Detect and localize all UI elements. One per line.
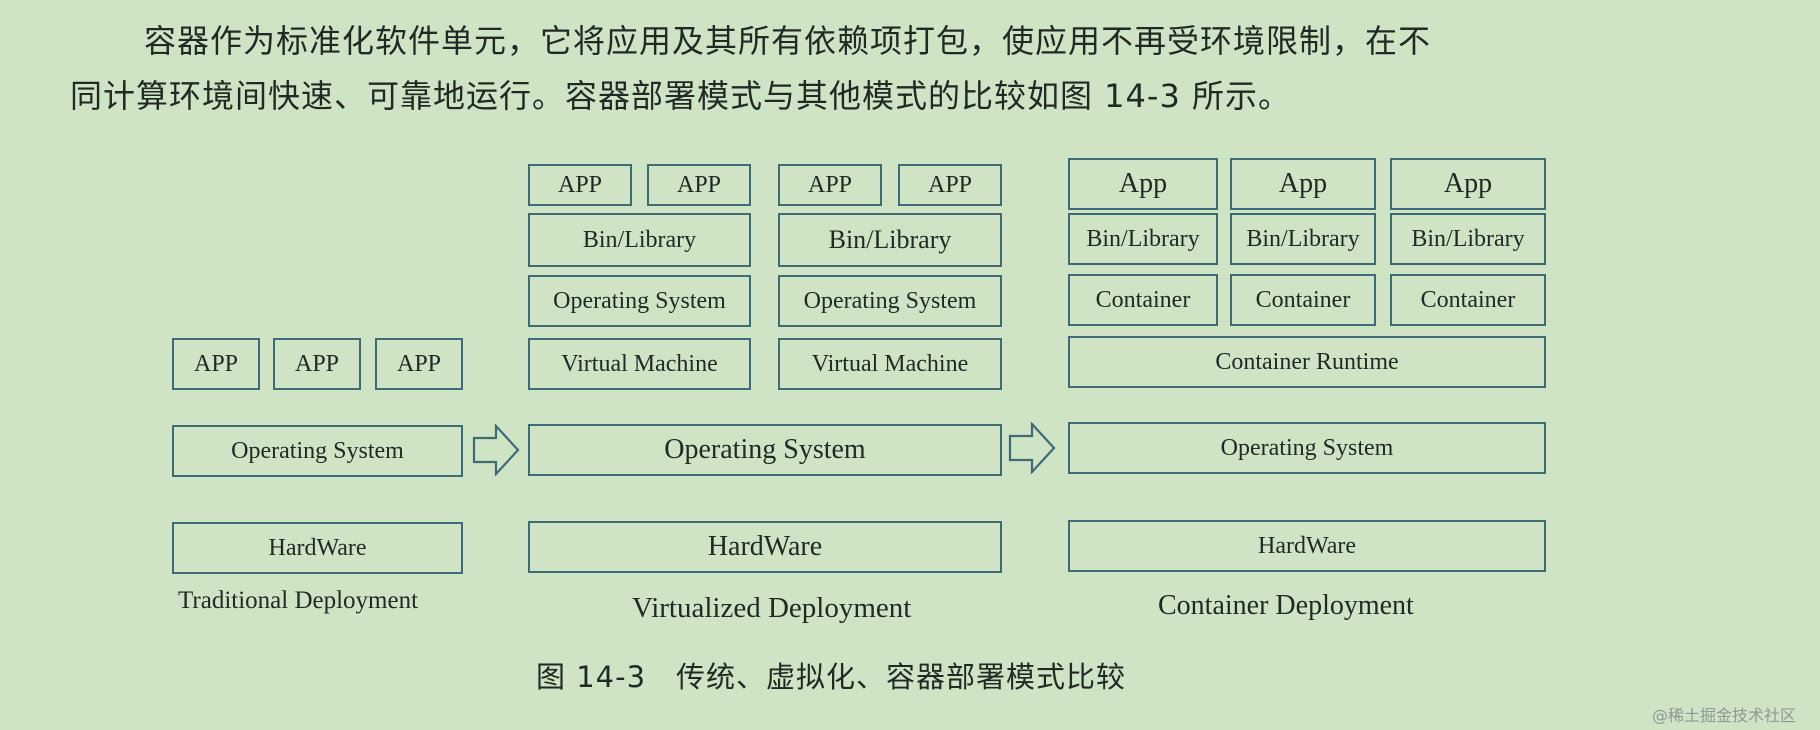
virtualized-deployment-title: Virtualized Deployment xyxy=(632,592,912,624)
container-os-box: Operating System xyxy=(1068,422,1546,474)
virtualized-app-box: APP xyxy=(778,164,882,206)
container-box: Container xyxy=(1230,274,1376,326)
container-app-box: App xyxy=(1230,158,1376,210)
container-bin-library-box: Bin/Library xyxy=(1068,213,1218,265)
traditional-app-box: APP xyxy=(375,338,463,390)
virtualized-app-box: APP xyxy=(528,164,632,206)
virtualized-bin-library-box: Bin/Library xyxy=(778,213,1002,267)
intro-line-2: 同计算环境间快速、可靠地运行。容器部署模式与其他模式的比较如图 14-3 所示。 xyxy=(70,77,1291,115)
container-bin-library-box: Bin/Library xyxy=(1390,213,1546,265)
container-runtime-box: Container Runtime xyxy=(1068,336,1546,388)
virtualized-guest-os-box: Operating System xyxy=(778,275,1002,327)
arrow-right-icon xyxy=(472,424,520,476)
virtualized-app-box: APP xyxy=(647,164,751,206)
intro-paragraph: 容器作为标准化软件单元，它将应用及其所有依赖项打包，使应用不再受环境限制，在不 … xyxy=(70,14,1760,124)
virtualized-vm-box: Virtual Machine xyxy=(778,338,1002,390)
traditional-hardware-box: HardWare xyxy=(172,522,463,574)
container-app-box: App xyxy=(1068,158,1218,210)
arrow-right-icon xyxy=(1008,422,1056,474)
container-box: Container xyxy=(1390,274,1546,326)
container-hardware-box: HardWare xyxy=(1068,520,1546,572)
virtualized-app-box: APP xyxy=(898,164,1002,206)
traditional-app-box: APP xyxy=(172,338,260,390)
virtualized-vm-box: Virtual Machine xyxy=(528,338,751,390)
container-bin-library-box: Bin/Library xyxy=(1230,213,1376,265)
site-watermark: @稀土掘金技术社区 xyxy=(1651,706,1796,725)
virtualized-guest-os-box: Operating System xyxy=(528,275,751,327)
container-deployment-title: Container Deployment xyxy=(1158,590,1414,621)
traditional-app-box: APP xyxy=(273,338,361,390)
virtualized-hardware-box: HardWare xyxy=(528,521,1002,573)
virtualized-os-box: Operating System xyxy=(528,424,1002,476)
traditional-deployment-title: Traditional Deployment xyxy=(178,587,419,614)
container-box: Container xyxy=(1068,274,1218,326)
virtualized-bin-library-box: Bin/Library xyxy=(528,213,751,267)
intro-line-1: 容器作为标准化软件单元，它将应用及其所有依赖项打包，使应用不再受环境限制，在不 xyxy=(144,22,1432,60)
figure-caption: 图 14-3 传统、虚拟化、容器部署模式比较 xyxy=(536,660,1127,694)
traditional-os-box: Operating System xyxy=(172,425,463,477)
container-app-box: App xyxy=(1390,158,1546,210)
